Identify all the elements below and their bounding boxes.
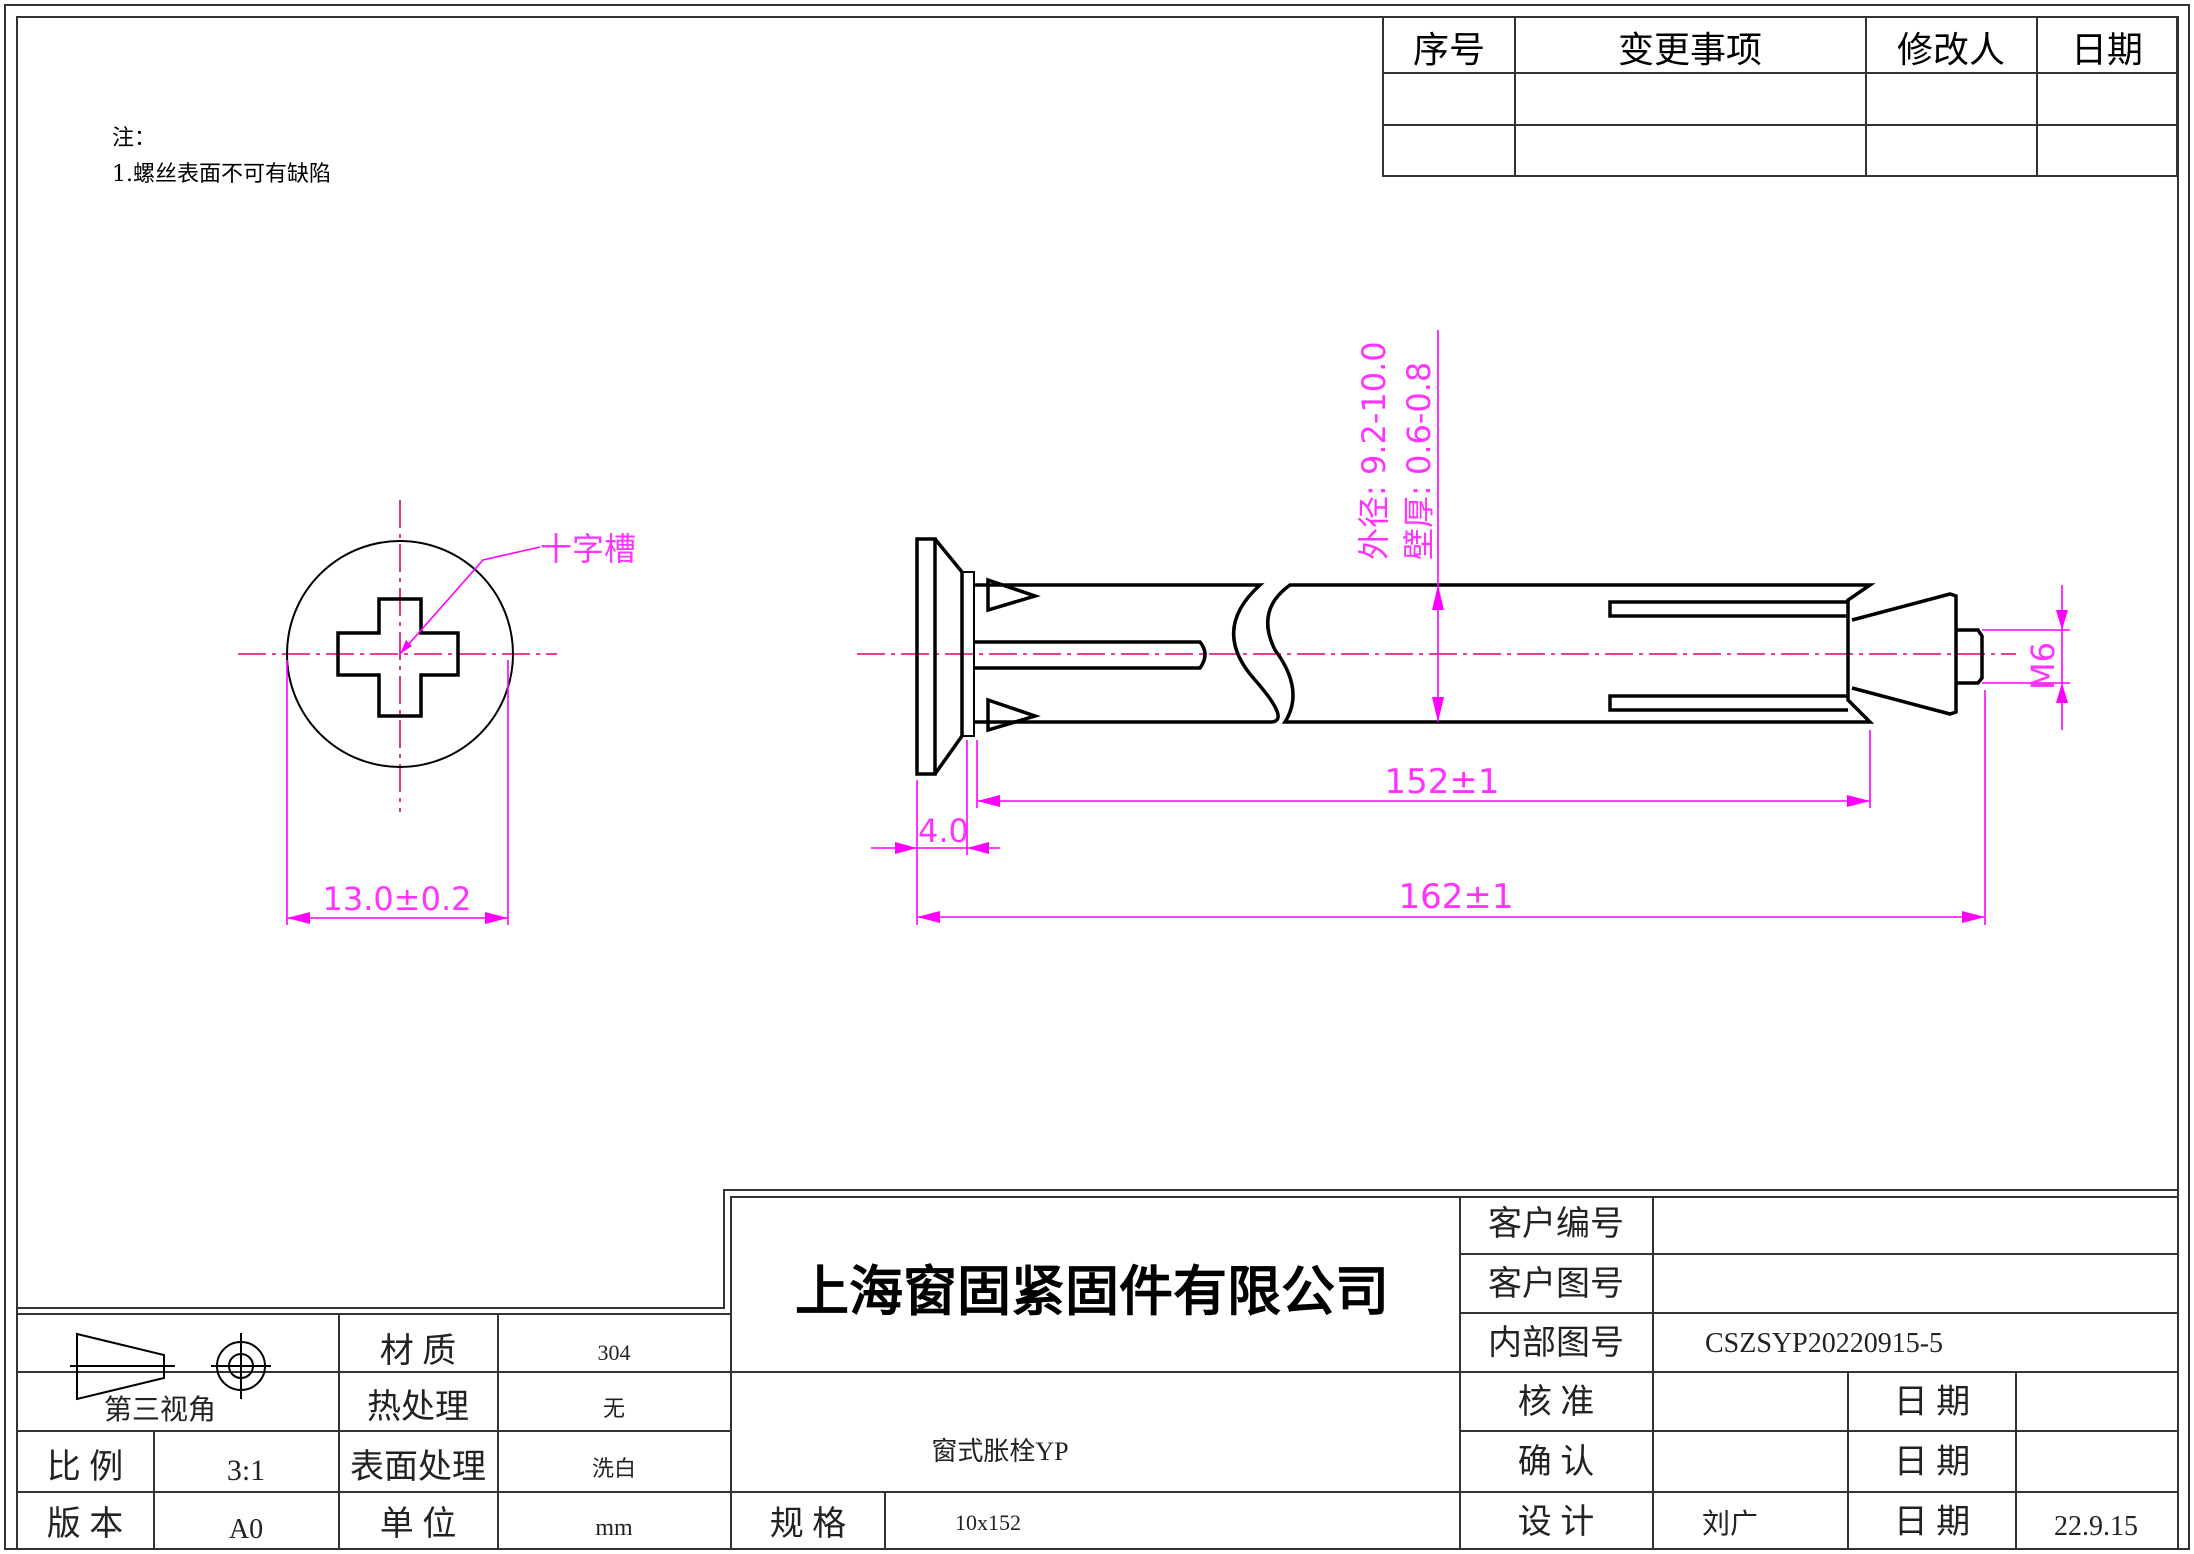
- unit-value: mm: [595, 1515, 633, 1541]
- rev-header-modifier: 修改人: [1897, 30, 2005, 71]
- heat-label: 热处理: [367, 1388, 469, 1426]
- customer-no-label: 客户编号: [1488, 1205, 1624, 1243]
- revision-table: 序号 变更事项 修改人 日期: [1382, 16, 2178, 177]
- total-length-dim: 162±1: [1398, 877, 1513, 917]
- surface-value: 洗白: [592, 1456, 636, 1481]
- head-thickness-dim: 4.0: [918, 812, 969, 850]
- version-label: 版 本: [47, 1505, 124, 1543]
- leader-line: [399, 546, 541, 655]
- thread-dim: M6: [2024, 642, 2062, 690]
- scale-label: 比 例: [47, 1449, 124, 1486]
- surface-label: 表面处理: [350, 1448, 486, 1486]
- confirm-date-label: 日 期: [1894, 1444, 1971, 1481]
- expansion-slot: [1608, 694, 1848, 712]
- inner-border: [16, 16, 2179, 1550]
- material-value: 304: [598, 1340, 631, 1365]
- internal-dwg-label: 内部图号: [1488, 1324, 1624, 1362]
- head-circle: [286, 540, 514, 768]
- spec-value: 10x152: [955, 1510, 1021, 1535]
- head-view: 十字槽 13.0±0.2: [238, 500, 636, 925]
- diameter-dim: 13.0±0.2: [323, 880, 472, 918]
- product-name: 窗式胀栓YP: [931, 1437, 1068, 1466]
- design-label: 设 计: [1518, 1504, 1595, 1541]
- heat-value: 无: [603, 1396, 625, 1421]
- bolt-shank: [974, 640, 1207, 670]
- sleeve-left: [974, 583, 1280, 724]
- unit-label: 单 位: [380, 1505, 457, 1543]
- design-date: 22.9.15: [2054, 1511, 2138, 1542]
- sleeve-right: [1266, 583, 1876, 724]
- title-block: 第三视角 材 质 304 热处理 无 比 例 3:1 表面处理 洗白 版 本 A…: [17, 1189, 2177, 1550]
- spec-label: 规 格: [770, 1505, 847, 1543]
- thread-stub: [1956, 628, 1984, 685]
- version-value: A0: [229, 1514, 263, 1545]
- company-name: 上海窗固紧固件有限公司: [795, 1259, 1389, 1323]
- slot-label: 十字槽: [540, 530, 636, 568]
- cross-recess: [336, 597, 460, 718]
- barb-tooth: [986, 577, 1041, 613]
- wall-thickness-dim: 壁厚: 0.6-0.8: [1400, 362, 1438, 560]
- design-date-label: 日 期: [1894, 1504, 1971, 1541]
- expansion-cone: [1851, 592, 1958, 716]
- projection-label: 第三视角: [104, 1394, 216, 1426]
- outer-diameter-dim: 外径: 9.2-10.0: [1355, 341, 1393, 560]
- note-item: 1.螺丝表面不可有缺陷: [112, 162, 331, 187]
- rev-header-no: 序号: [1413, 30, 1485, 71]
- material-label: 材 质: [380, 1332, 457, 1370]
- barb-tooth: [986, 697, 1041, 733]
- customer-dwg-label: 客户图号: [1488, 1265, 1624, 1303]
- internal-dwg-value: CSZSYP20220915-5: [1705, 1328, 1943, 1359]
- confirm-label: 确 认: [1518, 1443, 1595, 1481]
- notes-title: 注：: [112, 126, 156, 151]
- approve-label: 核 准: [1518, 1383, 1595, 1421]
- bolt-head: [915, 537, 937, 776]
- side-view: 外径: 9.2-10.0 壁厚: 0.6-0.8 M6 152±1 4.0 16…: [857, 330, 2070, 925]
- rev-header-date: 日期: [2071, 30, 2143, 71]
- expansion-slot: [1608, 600, 1848, 618]
- sleeve-length-dim: 152±1: [1384, 762, 1499, 802]
- scale-value: 3:1: [227, 1454, 265, 1487]
- rev-header-change: 变更事项: [1618, 30, 1762, 71]
- third-angle-projection-icon: [70, 1332, 271, 1401]
- designer-value: 刘广: [1702, 1508, 1758, 1540]
- approve-date-label: 日 期: [1894, 1384, 1971, 1421]
